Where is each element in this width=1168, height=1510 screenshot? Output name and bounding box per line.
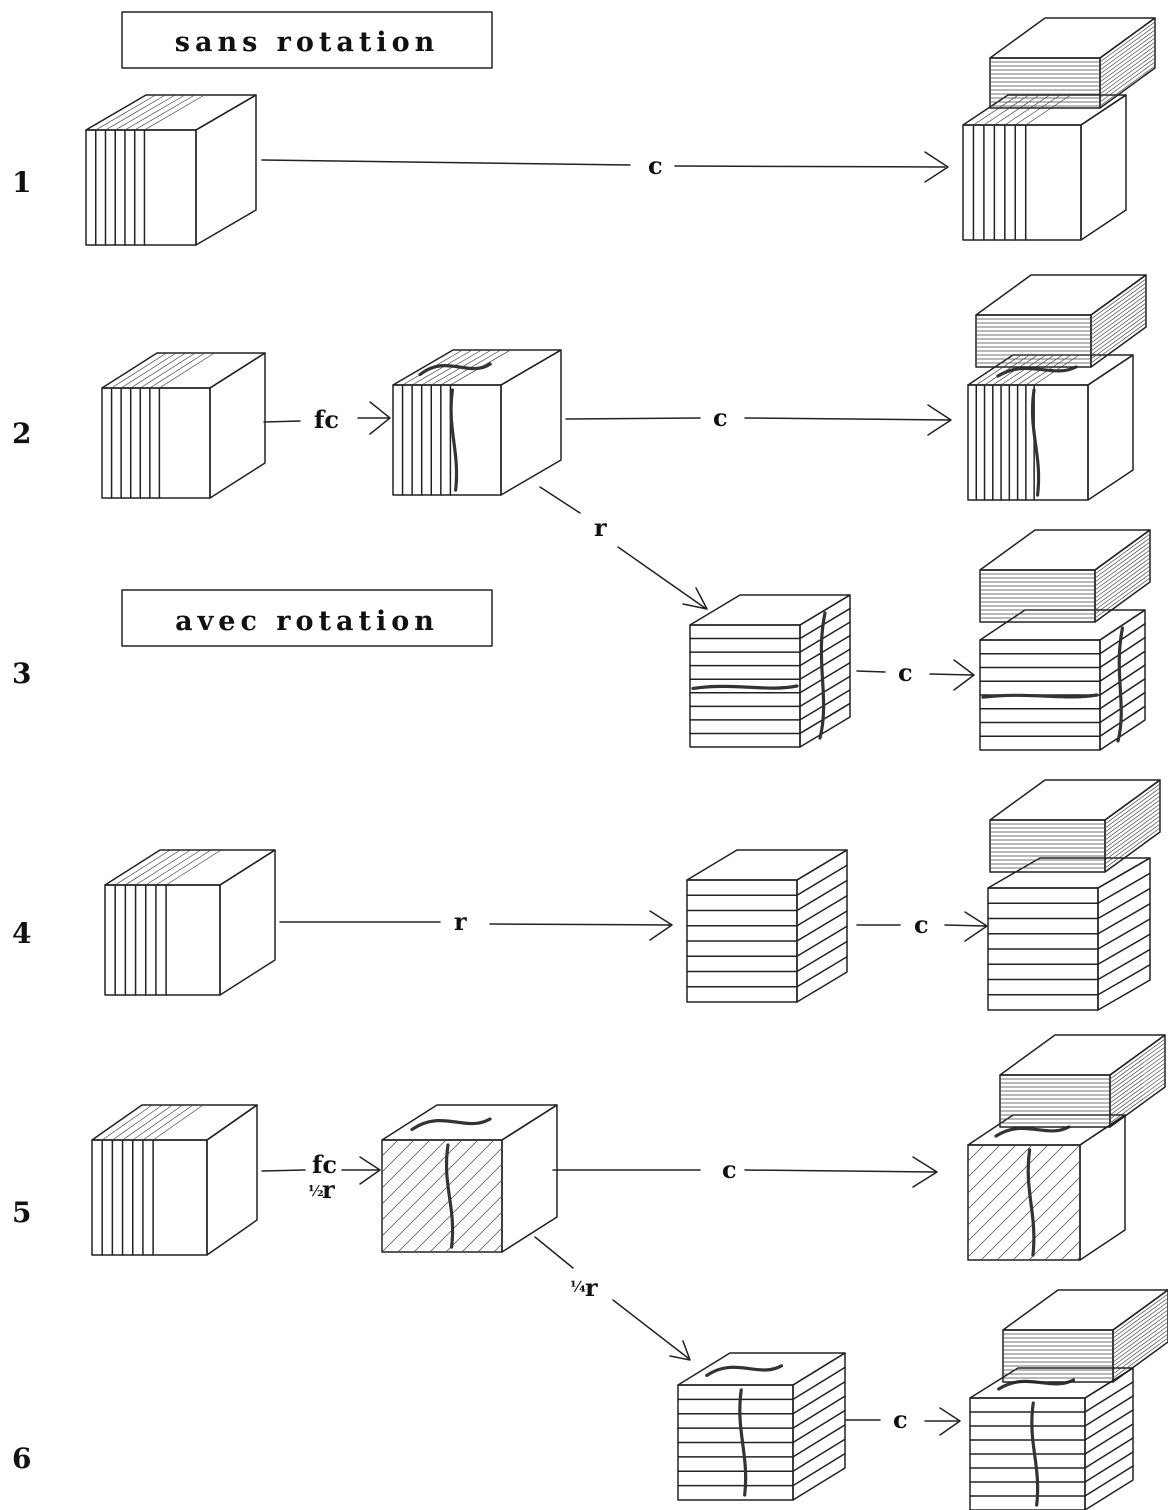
label-row4-r: r [454,907,467,936]
label-row6-c: c [893,1405,908,1434]
arrow-row2-r [539,486,708,610]
slab-row6-top [1002,1289,1168,1383]
label-row4-c: c [914,910,929,939]
arrow-row2-c [565,404,952,436]
title-sans-rotation-text: sans rotation [175,27,440,58]
arrow-row6-c [845,1407,961,1436]
slab-row5-top [999,1034,1166,1128]
arrow-row5-fc [261,1156,381,1185]
arrow-row2-fc [263,401,391,435]
row-number-5: 5 [12,1196,31,1229]
label-row2-c: c [713,403,728,432]
cube-row4-mid [686,849,848,1003]
cube-row6-mid [677,1352,846,1501]
label-row5-half: ½ [308,1182,324,1200]
title-sans-rotation: sans rotation [121,11,493,69]
label-row2-r: r [594,513,607,542]
cube-drawings [85,17,1168,1510]
label-row5-c: c [722,1155,737,1184]
cube-row2-start [101,352,266,499]
row-number-4: 4 [12,917,31,950]
label-row5-quarter: ¼ [570,1278,586,1296]
cube-row6-end [969,1367,1134,1510]
row-number-6: 6 [12,1442,31,1475]
title-box-frame [121,11,493,69]
slab-row4-top [989,779,1161,873]
label-row5-quarter-r: r [585,1273,598,1302]
slab-row3-top [979,529,1151,623]
label-row1-c: c [648,151,663,180]
cube-row5-mid [381,1104,558,1253]
label-row2-fc: fc [314,405,339,434]
cube-row2-end [967,354,1134,501]
title-avec-rotation-text: avec rotation [175,606,439,637]
arrow-row1-c [261,151,949,183]
arrow-row5-c [552,1156,938,1188]
label-row5-fc: fc [312,1150,337,1179]
slab-row2-top [975,274,1147,368]
cube-row3-end [979,609,1146,751]
label-row5-r: r [322,1175,335,1204]
arrow-row4-r [279,910,673,941]
cube-row5-start [91,1104,258,1256]
slab-row1-top [989,17,1156,109]
label-row3-c: c [898,658,913,687]
title-avec-rotation: avec rotation [121,589,493,647]
cube-row1-end [962,94,1127,241]
arrow-row3-c [856,659,975,691]
cube-row5-end [967,1114,1126,1261]
cube-row4-start [104,849,276,996]
row-number-1: 1 [12,166,31,199]
cube-row3-mid [689,594,851,748]
row-number-2: 2 [12,417,31,450]
arrow-row4-c [856,911,988,942]
cube-row2-mid [392,349,562,496]
cube-row4-end [987,857,1151,1011]
cube-row1-start [85,94,257,246]
arrows [261,151,988,1436]
row-number-3: 3 [12,657,31,690]
arrow-row5-quarter-r [534,1236,691,1361]
title-box-frame [121,589,493,647]
